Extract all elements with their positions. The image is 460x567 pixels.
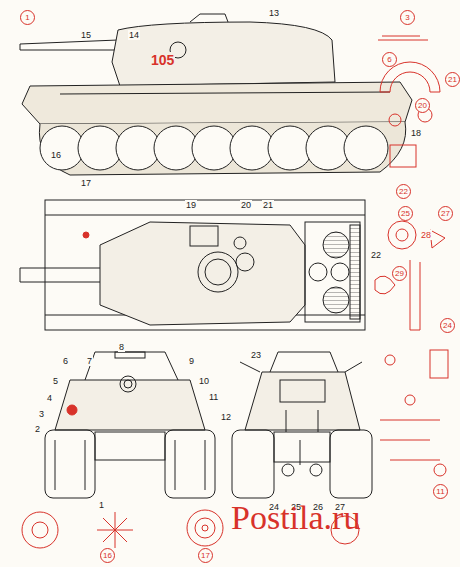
part-number-circle: 29 <box>392 266 407 281</box>
callout-number: 6 <box>62 356 69 366</box>
road-wheel <box>268 126 312 170</box>
part-number: 6 <box>387 55 391 64</box>
part-number: 3 <box>405 13 409 22</box>
part-number: 11 <box>436 487 444 496</box>
part-number: 17 <box>201 551 210 560</box>
part-number: 21 <box>448 75 457 84</box>
turret-number: 105 <box>150 52 175 68</box>
road-wheel <box>78 126 122 170</box>
callout-number: 18 <box>410 128 422 138</box>
part-number: 29 <box>395 269 404 278</box>
part-number: 27 <box>441 209 450 218</box>
part-number: 24 <box>443 321 452 330</box>
callout-number: 16 <box>50 150 62 160</box>
road-wheel <box>192 126 236 170</box>
road-wheel <box>306 126 350 170</box>
callout-number: 19 <box>185 200 197 210</box>
callout-number: 14 <box>128 30 140 40</box>
callout-number: 21 <box>262 200 274 210</box>
callout-number: 2 <box>34 424 41 434</box>
callout-number: 1 <box>98 500 105 510</box>
part-number: 25 <box>401 209 410 218</box>
part-number: 1 <box>25 13 29 22</box>
part-number-circle: 22 <box>396 184 411 199</box>
callout-number: 22 <box>370 250 382 260</box>
callout-number: 20 <box>240 200 252 210</box>
callout-number: 5 <box>52 376 59 386</box>
callout-number: 9 <box>188 356 195 366</box>
part-number-circle: 21 <box>445 72 460 87</box>
part-number: 22 <box>399 187 408 196</box>
part-number: 20 <box>418 101 427 110</box>
callout-number: 13 <box>268 8 280 18</box>
road-wheel <box>344 126 388 170</box>
road-wheel <box>116 126 160 170</box>
callout-number: 11 <box>208 392 219 402</box>
part-number: 16 <box>103 551 112 560</box>
callout-number: 17 <box>80 178 92 188</box>
part-number-circle: 24 <box>440 318 455 333</box>
part-number-circle: 16 <box>100 548 115 563</box>
part-number-circle: 6 <box>382 52 397 67</box>
road-wheel <box>230 126 274 170</box>
part-number-circle: 25 <box>398 206 413 221</box>
part-number-circle: 20 <box>415 98 430 113</box>
callout-number: 7 <box>86 356 93 366</box>
road-wheel <box>154 126 198 170</box>
part-number-circle: 1 <box>20 10 35 25</box>
callout-number: 23 <box>250 350 262 360</box>
road-wheel <box>40 126 84 170</box>
callout-number: 10 <box>198 376 210 386</box>
part-number-circle: 11 <box>433 484 448 499</box>
part-number-circle: 3 <box>400 10 415 25</box>
part-number-circle: 17 <box>198 548 213 563</box>
callout-number: 4 <box>46 393 53 403</box>
part-number-circle: 27 <box>438 206 453 221</box>
callout-number: 3 <box>38 409 45 419</box>
callout-number: 8 <box>118 342 125 352</box>
callout-number: 15 <box>80 30 92 40</box>
callout-number: 12 <box>220 412 232 422</box>
watermark: Postila.ru <box>230 500 361 536</box>
callout-number: 28 <box>420 230 432 240</box>
